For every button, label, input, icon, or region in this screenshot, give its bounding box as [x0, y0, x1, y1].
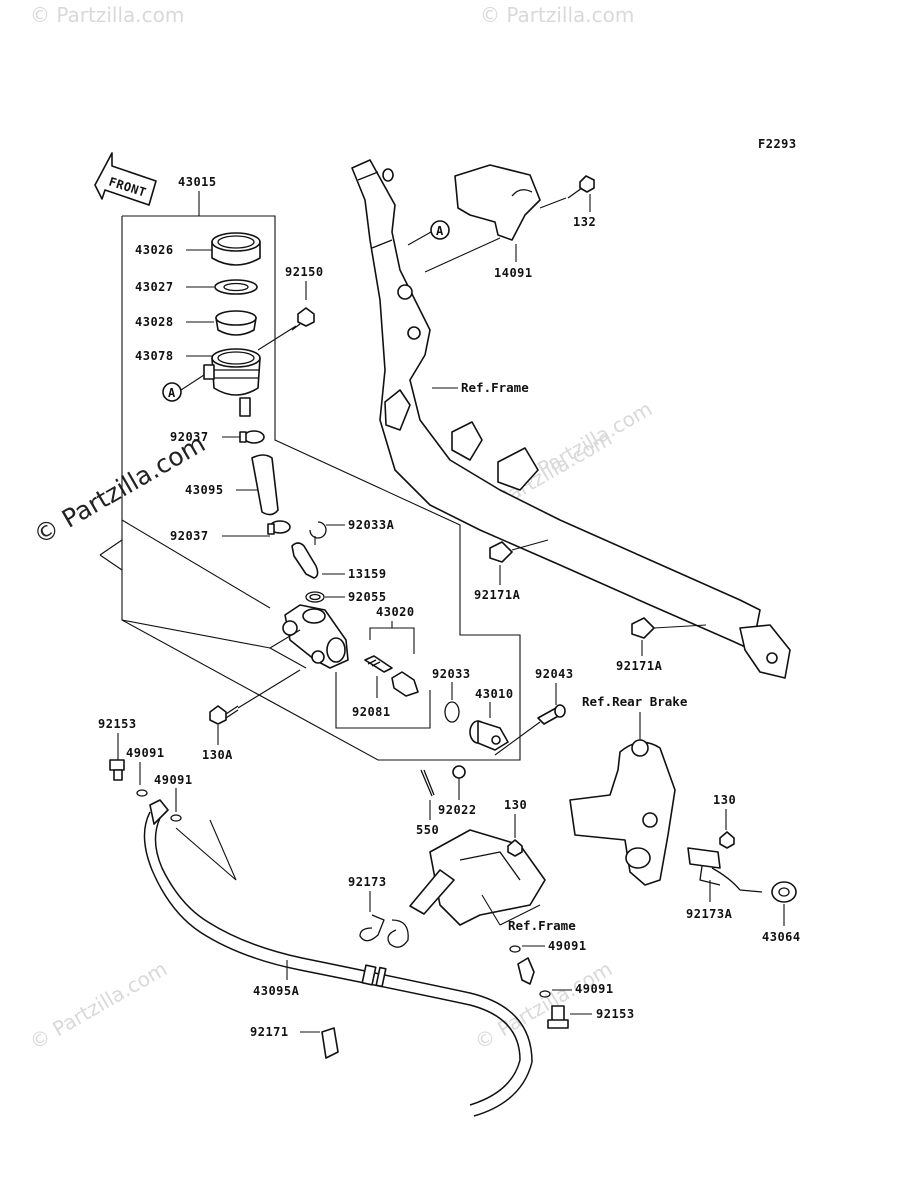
washer-49091-left-a: 49091 — [126, 746, 165, 797]
label-13159: 13159 — [348, 567, 387, 581]
label-550: 550 — [416, 823, 439, 837]
label-92043: 92043 — [535, 667, 574, 681]
front-arrow-icon: FRONT — [94, 152, 157, 206]
label-43015: 43015 — [178, 175, 217, 189]
callout-a-right: A — [407, 220, 450, 246]
clevis-pin: 92043 — [494, 667, 574, 756]
label-14091: 14091 — [494, 266, 533, 280]
label-49091-left-a: 49091 — [126, 746, 165, 760]
master-cylinder-body — [269, 604, 349, 669]
label-43095: 43095 — [185, 483, 224, 497]
label-130-right: 130 — [713, 793, 736, 807]
figure-code: F2293 — [758, 137, 797, 151]
label-92171A-upper: 92171A — [474, 588, 521, 602]
label-49091-right-b: 49091 — [575, 982, 614, 996]
label-130A: 130A — [202, 748, 233, 762]
label-92171: 92171 — [250, 1025, 289, 1039]
spring-92081: 92081 — [335, 672, 431, 729]
ref-rear-brake: Ref.Rear Brake — [582, 694, 688, 709]
label-92037-upper: 92037 — [170, 430, 209, 444]
label-92022: 92022 — [438, 803, 477, 817]
frame-tube: Ref.Frame — [351, 159, 791, 679]
ref-frame-lower: Ref.Frame — [508, 918, 576, 933]
cotter-pin: 550 — [416, 769, 439, 837]
grommet-43064: 43064 — [762, 881, 801, 944]
callout-a-left-text: A — [168, 386, 176, 400]
circlip-92033: 92033 — [432, 667, 471, 723]
piston-kit: 43020 — [364, 605, 419, 698]
label-43027: 43027 — [135, 280, 174, 294]
watermark-top-left: © Partzilla.com — [30, 3, 184, 27]
brake-hose-43095a: 43095A — [143, 799, 535, 1117]
label-92153-right: 92153 — [596, 1007, 635, 1021]
label-43064: 43064 — [762, 930, 801, 944]
label-130-mid: 130 — [504, 798, 527, 812]
bolt-130-right: 130 — [713, 793, 736, 849]
label-43026: 43026 — [135, 243, 174, 257]
label-43078: 43078 — [135, 349, 174, 363]
clamp-92171a-lower: 92171A — [616, 617, 707, 673]
label-92173A: 92173A — [686, 907, 733, 921]
banjo-bolt-92153-right: 92153 — [547, 1005, 635, 1029]
clamp-92037-lower: 92037 — [170, 520, 291, 543]
washer-49091-right-a: 49091 — [509, 939, 587, 953]
label-132: 132 — [573, 215, 596, 229]
washer-49091-right-b: 49091 — [539, 982, 614, 998]
callout-a-right-text: A — [436, 224, 444, 238]
label-92150: 92150 — [285, 265, 324, 279]
elbow-fitting: 13159 — [291, 542, 387, 581]
watermark-bottom-right: © Partzilla.com — [471, 956, 617, 1054]
hose-guide-92173a: 92173A — [686, 847, 763, 921]
washer-92022: 92022 — [438, 765, 477, 817]
label-43010: 43010 — [475, 687, 514, 701]
label-49091-left-b: 49091 — [154, 773, 193, 787]
circlip-92033a: 92033A — [309, 518, 395, 545]
label-92173: 92173 — [348, 875, 387, 889]
callout-a-left: A — [162, 374, 205, 402]
label-92171A-lower: 92171A — [616, 659, 663, 673]
label-92033A: 92033A — [348, 518, 395, 532]
ref-frame-upper: Ref.Frame — [461, 380, 529, 395]
label-92037-lower: 92037 — [170, 529, 209, 543]
watermark-mid-right: © Partzilla.com — [511, 396, 657, 494]
washer-49091-left-b: 49091 — [154, 773, 193, 822]
push-rod-assembly: 43010 — [469, 687, 514, 751]
o-ring-92055: 92055 — [305, 590, 387, 604]
reservoir-cap: 43026 — [135, 232, 261, 266]
banjo-bolt-92153-left: 92153 — [98, 717, 137, 781]
label-92081: 92081 — [352, 705, 391, 719]
label-49091-right-a: 49091 — [548, 939, 587, 953]
reservoir: 43078 — [135, 348, 261, 417]
rear-brake-bracket: Ref.Rear Brake — [569, 694, 688, 886]
label-92033: 92033 — [432, 667, 471, 681]
watermark-bottom-left: © Partzilla.com — [26, 956, 172, 1054]
hose-guide-92173: 92173 — [348, 869, 455, 948]
diaphragm: 43028 — [135, 310, 257, 336]
label-92153-left: 92153 — [98, 717, 137, 731]
bolt-132: 132 — [539, 175, 596, 229]
reservoir-hose: 43095 — [185, 454, 279, 516]
bolt-92150: 92150 — [257, 265, 324, 351]
watermark-top-right: © Partzilla.com — [480, 3, 634, 27]
label-92055: 92055 — [348, 590, 387, 604]
master-cylinder-assembly-box: 43015 — [99, 175, 521, 761]
label-43095A: 43095A — [253, 984, 300, 998]
clamp-92171a-upper: 92171A — [474, 539, 549, 602]
bolt-130-mid: 130 — [504, 798, 527, 857]
cover-14091: 14091 — [424, 164, 541, 280]
diaphragm-plate: 43027 — [135, 279, 258, 295]
label-43028: 43028 — [135, 315, 174, 329]
clamp-92171: 92171 — [250, 1025, 339, 1059]
label-43020: 43020 — [376, 605, 415, 619]
bolt-130a: 130A — [202, 669, 301, 762]
clamp-92037-upper: 92037 — [170, 430, 265, 444]
